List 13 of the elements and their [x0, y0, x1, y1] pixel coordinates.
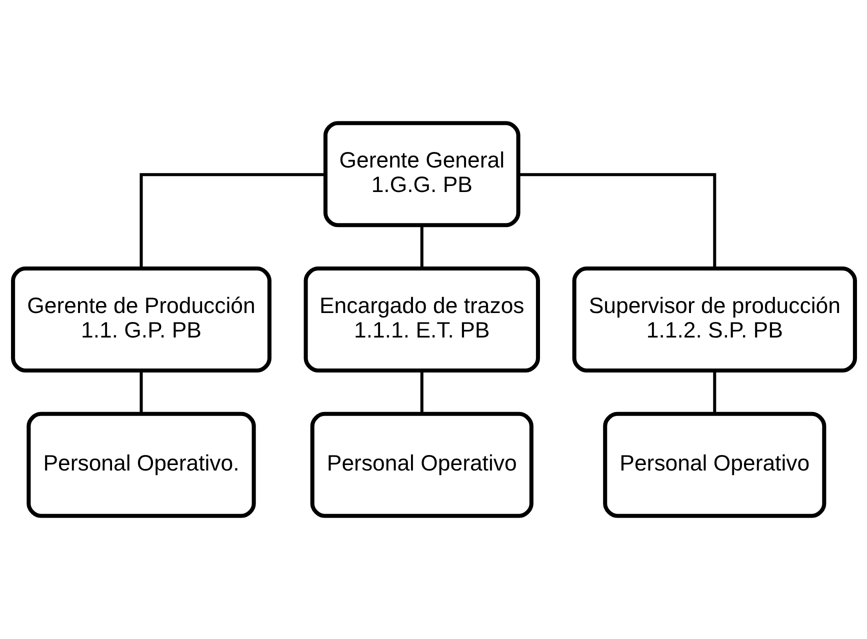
node-box: Gerente de Producción 1.1. G.P. PB: [10, 266, 271, 372]
node-box: Personal Operativo.: [26, 412, 256, 518]
connector: [139, 173, 325, 268]
connector: [420, 225, 423, 268]
connector: [139, 370, 142, 414]
connector: [712, 370, 716, 414]
node-box: Gerente General 1.G.G. PB: [322, 121, 520, 228]
connector: [518, 173, 716, 268]
node-box: Encargado de trazos 1.1.1. E.T. PB: [303, 266, 540, 372]
connector: [420, 370, 423, 414]
node-box: Personal Operativo: [602, 412, 826, 518]
node-box: Personal Operativo: [310, 412, 533, 518]
node-box: Supervisor de producción 1.1.2. S.P. PB: [572, 266, 856, 372]
